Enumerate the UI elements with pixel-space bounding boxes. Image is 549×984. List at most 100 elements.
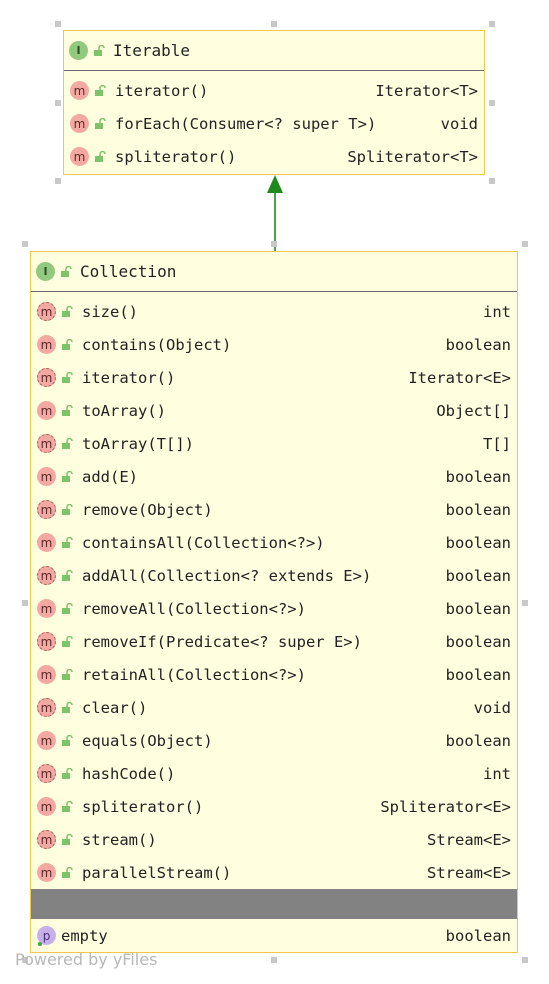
method-icon: m [37, 698, 56, 717]
lock-open-icon [94, 44, 105, 56]
lock-open-icon [95, 117, 106, 129]
member-name: toArray() [82, 401, 166, 420]
method-row[interactable]: m removeIf(Predicate<? super E>) boolean [31, 625, 517, 658]
lock-open-icon [62, 404, 73, 416]
resize-handle[interactable] [522, 241, 528, 247]
method-icon: m [37, 533, 56, 552]
resize-handle[interactable] [22, 241, 28, 247]
lock-open-icon [62, 338, 73, 350]
member-type: int [483, 764, 511, 783]
member-type: boolean [445, 335, 511, 354]
member-name: hashCode() [82, 764, 176, 783]
member-type: Stream<E> [427, 863, 511, 882]
method-row[interactable]: m contains(Object) boolean [31, 328, 517, 361]
method-icon: m [37, 401, 56, 420]
resize-handle[interactable] [489, 100, 495, 106]
node-header: I Iterable [64, 31, 484, 71]
member-name: removeAll(Collection<?>) [82, 599, 306, 618]
member-name: iterator() [82, 368, 176, 387]
section-separator [31, 889, 517, 919]
member-type: boolean [445, 665, 511, 684]
lock-open-icon [62, 569, 73, 581]
lock-open-icon [95, 84, 106, 96]
lock-open-icon [62, 800, 73, 812]
resize-handle[interactable] [489, 21, 495, 27]
resize-handle[interactable] [522, 600, 528, 606]
method-icon: m [37, 830, 56, 849]
resize-handle[interactable] [55, 100, 61, 106]
member-type: int [483, 302, 511, 321]
resize-handle[interactable] [55, 21, 61, 27]
resize-handle[interactable] [55, 178, 61, 184]
member-name: removeIf(Predicate<? super E>) [82, 632, 362, 651]
lock-open-icon [62, 833, 73, 845]
member-name: forEach(Consumer<? super T>) [115, 114, 377, 133]
member-type: boolean [445, 632, 511, 651]
member-name: contains(Object) [82, 335, 232, 354]
method-icon: m [37, 434, 56, 453]
resize-handle[interactable] [522, 957, 528, 963]
member-type: Stream<E> [427, 830, 511, 849]
member-name: iterator() [115, 81, 209, 100]
method-icon: m [37, 302, 56, 321]
lock-open-icon [62, 305, 73, 317]
resize-handle[interactable] [271, 957, 277, 963]
lock-open-icon [62, 668, 73, 680]
method-icon: m [37, 797, 56, 816]
method-icon: m [37, 467, 56, 486]
member-name: size() [82, 302, 138, 321]
member-name: retainAll(Collection<?>) [82, 665, 306, 684]
resize-handle[interactable] [22, 600, 28, 606]
member-name: empty [61, 926, 108, 945]
method-icon: m [37, 500, 56, 519]
member-name: spliterator() [115, 147, 237, 166]
member-type: Iterator<T> [375, 81, 478, 100]
method-icon: m [37, 632, 56, 651]
node-header: I Collection [31, 252, 517, 292]
resize-handle[interactable] [271, 21, 277, 27]
resize-handle[interactable] [22, 957, 28, 963]
method-icon: m [37, 599, 56, 618]
member-type: boolean [445, 926, 511, 945]
resize-handle[interactable] [271, 241, 277, 247]
member-type: Iterator<E> [408, 368, 511, 387]
lock-open-icon [61, 265, 72, 277]
lock-open-icon [62, 734, 73, 746]
resize-handle[interactable] [489, 178, 495, 184]
member-name: equals(Object) [82, 731, 213, 750]
method-icon: m [70, 114, 89, 133]
member-type: boolean [445, 467, 511, 486]
lock-open-icon [62, 767, 73, 779]
method-icon: m [37, 731, 56, 750]
property-icon: p [37, 926, 56, 945]
lock-open-icon [62, 602, 73, 614]
lock-open-icon [62, 866, 73, 878]
method-row[interactable]: m size() int [31, 295, 517, 328]
member-type: boolean [445, 566, 511, 585]
member-type: void [473, 698, 511, 717]
lock-open-icon [62, 635, 73, 647]
member-name: remove(Object) [82, 500, 213, 519]
method-icon: m [37, 335, 56, 354]
collection-node[interactable]: I Collection m size() int m contains(Object)… [30, 251, 518, 953]
